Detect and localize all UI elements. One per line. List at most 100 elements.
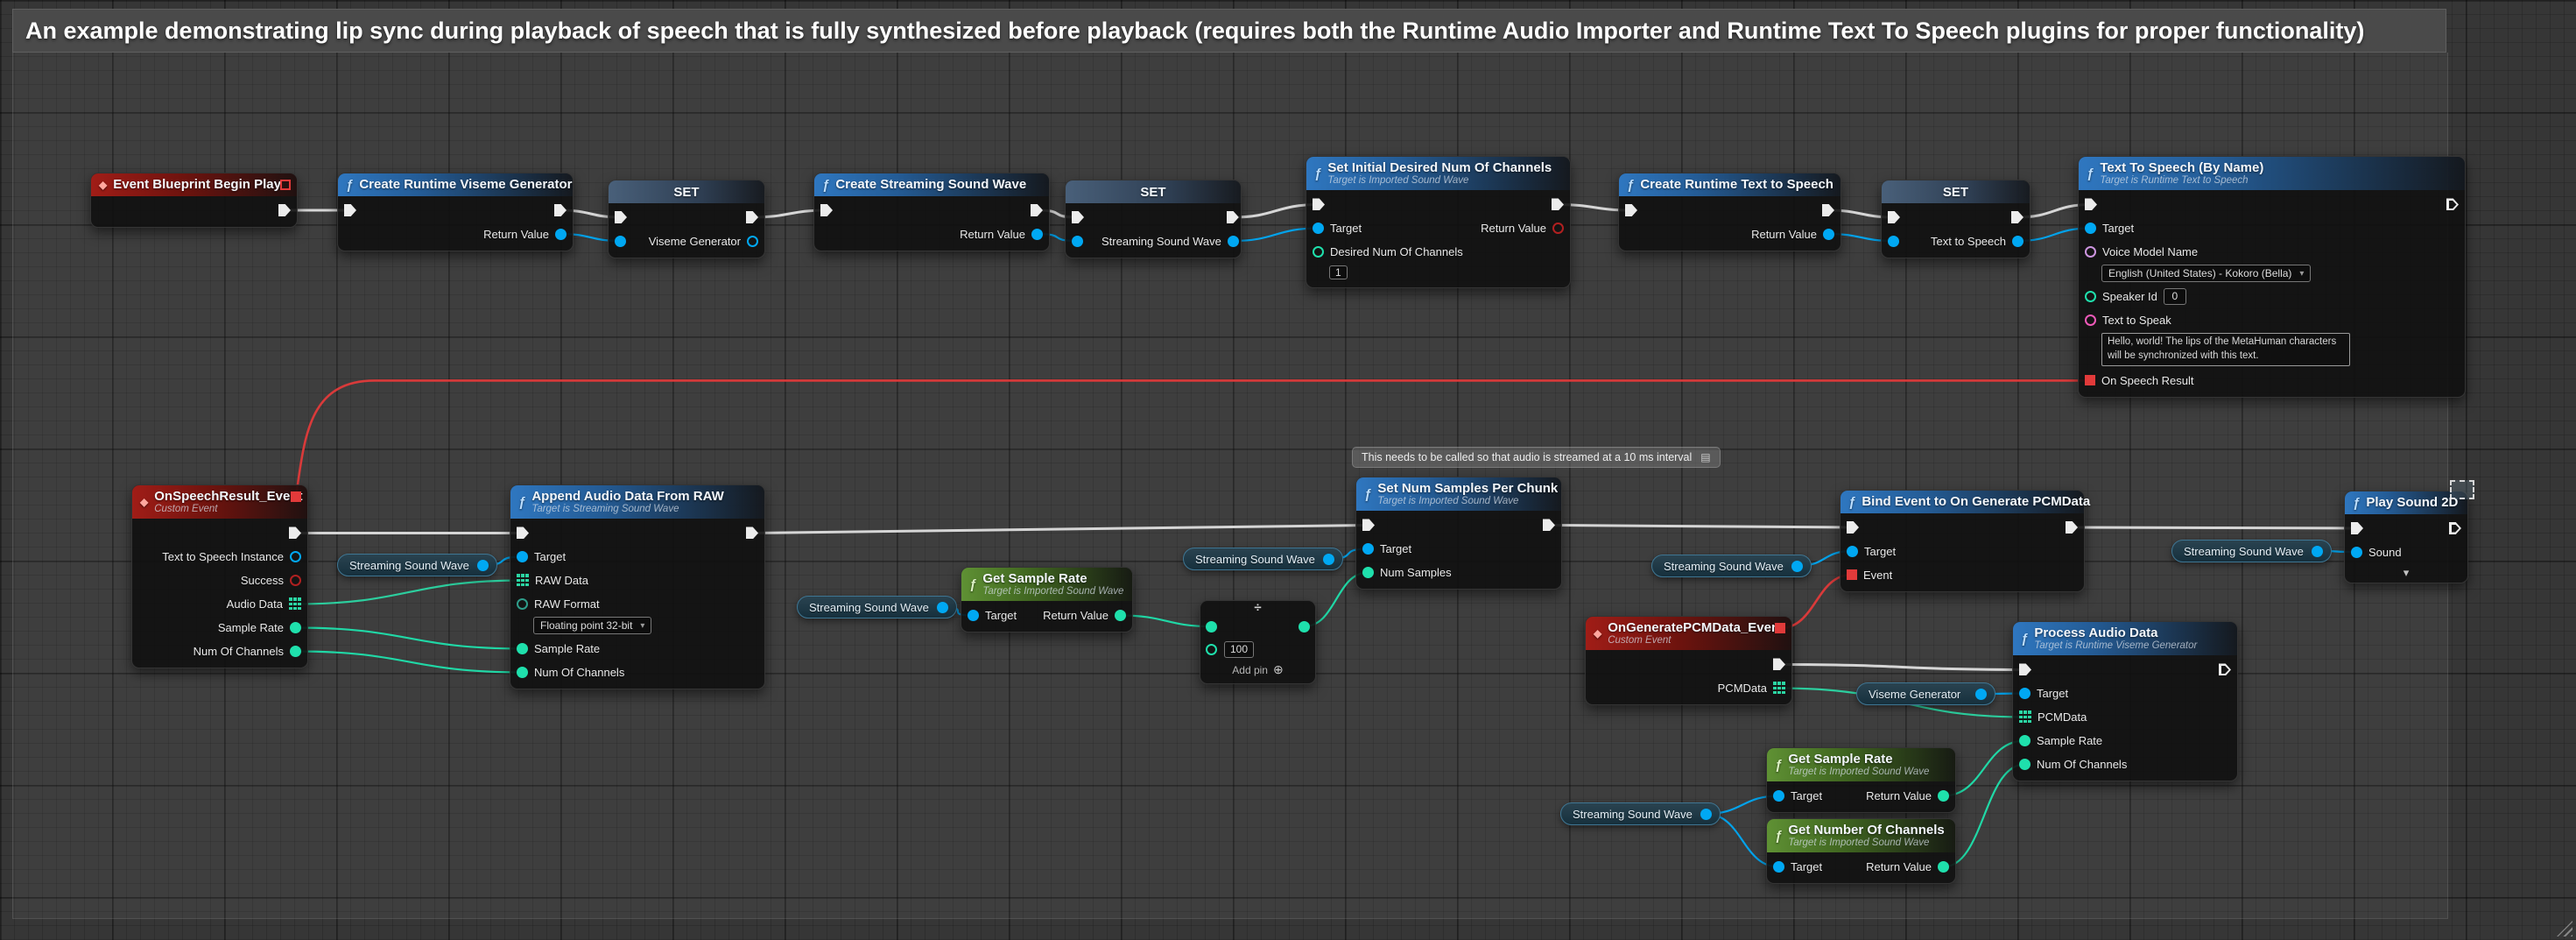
exec-pin[interactable] (554, 204, 567, 216)
int-pin[interactable] (290, 621, 301, 633)
delegate-pin[interactable] (280, 180, 291, 190)
object-pin[interactable] (2311, 545, 2323, 557)
exec-pin[interactable] (289, 527, 301, 539)
variable-get-pill2[interactable]: Streaming Sound Wave (797, 596, 957, 618)
delegate-pin[interactable] (1847, 569, 1857, 580)
int-pin[interactable] (1115, 609, 1126, 621)
exec-pin[interactable] (1625, 204, 1637, 216)
exec-pin[interactable] (2446, 198, 2459, 210)
int-pin[interactable] (290, 645, 301, 657)
dropdown-select[interactable]: English (United States) - Kokoro (Bella)… (2101, 265, 2312, 283)
object-pin[interactable] (476, 559, 489, 571)
delegate-pin[interactable] (291, 491, 301, 502)
object-pin[interactable] (2019, 687, 2031, 699)
object-pin[interactable] (1823, 228, 1834, 240)
int-pin[interactable] (2019, 734, 2031, 746)
comment-title[interactable]: An example demonstrating lip sync during… (12, 9, 2446, 53)
object-pin[interactable] (615, 235, 626, 247)
variable-get-pill6[interactable]: Streaming Sound Wave (2171, 540, 2332, 562)
exec-pin[interactable] (1773, 658, 1785, 670)
exec-pin[interactable] (1313, 198, 1325, 210)
exec-pin[interactable] (2085, 198, 2097, 210)
text-input[interactable]: Hello, world! The lips of the MetaHuman … (2101, 333, 2350, 367)
exec-pin[interactable] (278, 204, 291, 216)
node-header[interactable]: ◆Event Blueprint Begin Play (91, 173, 297, 196)
exec-pin[interactable] (1227, 211, 1239, 223)
variable-get-pill1[interactable]: Streaming Sound Wave (337, 554, 497, 576)
object-pin[interactable] (747, 235, 758, 247)
int-pin[interactable] (1206, 620, 1217, 633)
int-pin[interactable] (517, 666, 528, 678)
exec-pin[interactable] (517, 527, 529, 539)
exec-pin[interactable] (1031, 204, 1043, 216)
exec-pin[interactable] (1822, 204, 1834, 216)
int-pin[interactable] (1362, 566, 1374, 578)
object-pin[interactable] (1227, 235, 1239, 247)
object-pin[interactable] (2012, 235, 2023, 247)
exec-pin[interactable] (615, 211, 627, 223)
object-pin[interactable] (517, 550, 528, 562)
object-pin[interactable] (1791, 560, 1803, 572)
add-pin-button[interactable]: Add pin⊕ (1200, 661, 1315, 683)
node-header[interactable]: SET (1066, 180, 1241, 203)
delegate-pin[interactable] (2085, 375, 2095, 386)
node-begin_play[interactable]: ◆Event Blueprint Begin Play (90, 173, 298, 228)
object-pin[interactable] (1031, 228, 1043, 240)
node-header[interactable]: SET (1882, 180, 2030, 203)
exec-pin[interactable] (1847, 521, 1859, 534)
object-pin[interactable] (1773, 860, 1784, 873)
object-pin[interactable] (1888, 235, 1899, 247)
object-pin[interactable] (1847, 545, 1858, 557)
variable-get-pill3[interactable]: Streaming Sound Wave (1183, 548, 1343, 570)
exec-pin[interactable] (2351, 522, 2363, 534)
exec-pin[interactable] (1888, 211, 1900, 223)
comment-bubble-pin-icon[interactable]: ▤ (1700, 451, 1711, 463)
int-pin[interactable] (1938, 789, 1949, 802)
exec-pin[interactable] (344, 204, 356, 216)
exec-pin[interactable] (2449, 522, 2461, 534)
string-pin[interactable] (2085, 314, 2096, 326)
value-input[interactable]: 0 (2163, 287, 2186, 305)
exec-pin[interactable] (746, 527, 758, 539)
exec-pin[interactable] (1072, 211, 1084, 223)
array-pin[interactable] (517, 574, 529, 587)
object-pin[interactable] (290, 550, 301, 562)
object-pin[interactable] (555, 228, 567, 240)
int-pin[interactable] (1313, 245, 1324, 258)
array-pin[interactable] (289, 597, 301, 611)
exec-pin[interactable] (2066, 521, 2078, 534)
exec-pin[interactable] (2219, 663, 2231, 675)
int-pin[interactable] (2019, 758, 2031, 770)
node-header[interactable]: SET (609, 180, 764, 203)
delegate-pin[interactable] (1775, 623, 1785, 633)
exec-pin[interactable] (820, 204, 833, 216)
object-pin[interactable] (1313, 222, 1324, 234)
int-pin[interactable] (2085, 290, 2096, 302)
int-pin[interactable] (1299, 620, 1310, 633)
int-pin[interactable] (1206, 643, 1217, 655)
